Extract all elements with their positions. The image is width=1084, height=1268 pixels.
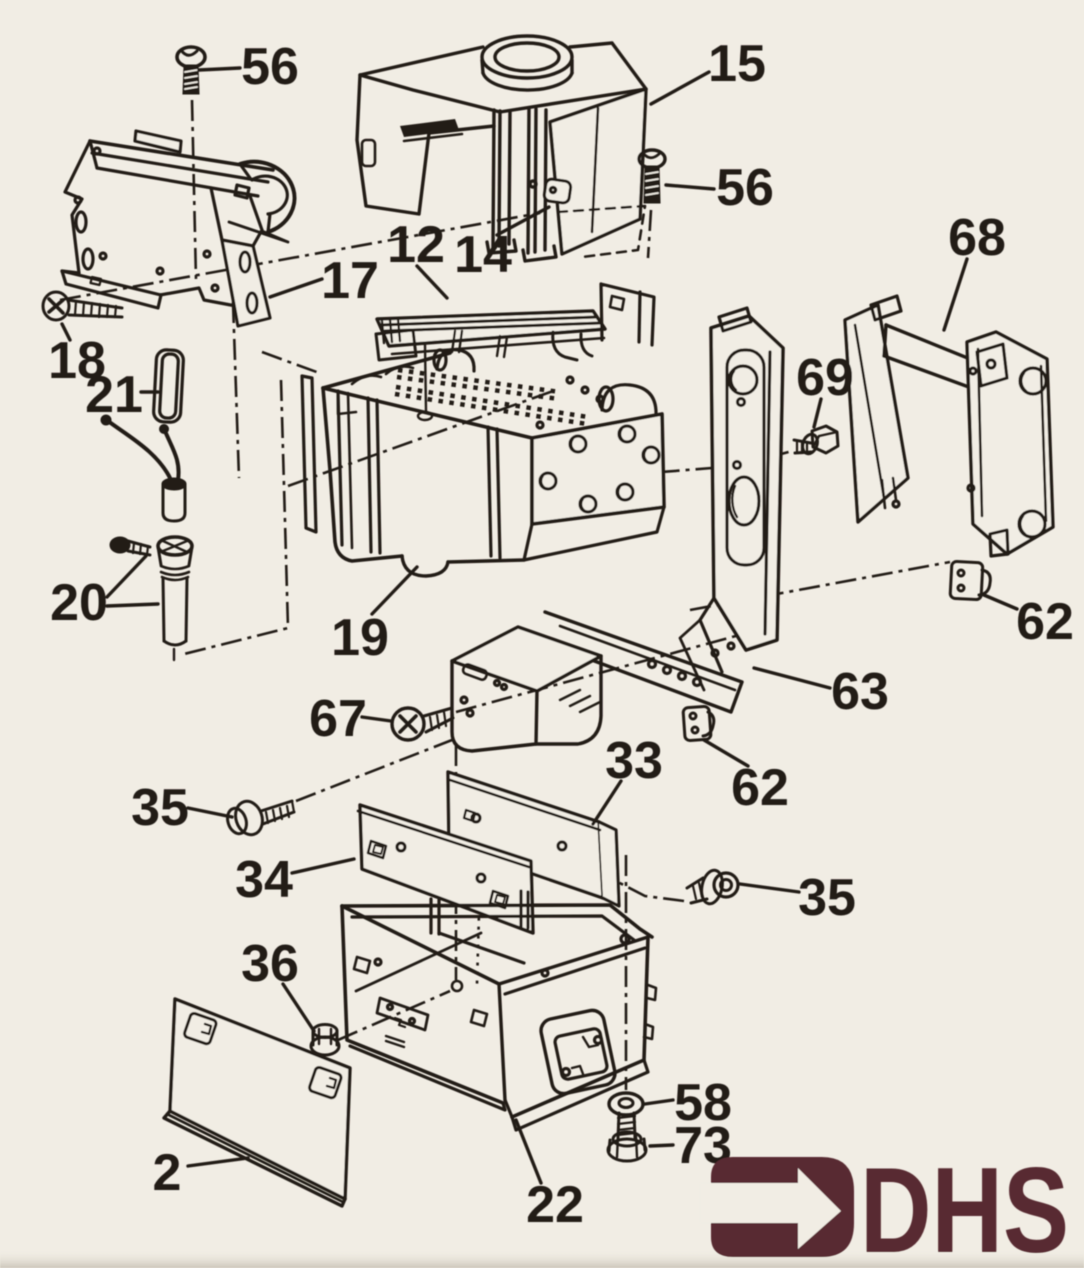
svg-text:14: 14 bbox=[454, 226, 512, 284]
svg-text:62: 62 bbox=[731, 759, 789, 817]
svg-text:DHS: DHS bbox=[860, 1142, 1069, 1268]
svg-text:20: 20 bbox=[50, 574, 108, 632]
svg-text:62: 62 bbox=[1016, 593, 1074, 651]
svg-text:56: 56 bbox=[716, 159, 774, 217]
svg-text:35: 35 bbox=[131, 779, 189, 837]
svg-text:22: 22 bbox=[526, 1176, 584, 1234]
svg-text:63: 63 bbox=[831, 663, 889, 721]
svg-text:2: 2 bbox=[153, 1144, 182, 1202]
svg-text:17: 17 bbox=[321, 252, 379, 310]
svg-text:18: 18 bbox=[48, 332, 106, 390]
svg-text:15: 15 bbox=[708, 35, 766, 93]
svg-text:69: 69 bbox=[796, 349, 854, 407]
svg-text:36: 36 bbox=[241, 935, 299, 993]
svg-text:67: 67 bbox=[309, 690, 367, 748]
svg-text:19: 19 bbox=[331, 609, 389, 667]
svg-text:58: 58 bbox=[674, 1074, 732, 1132]
svg-text:21: 21 bbox=[85, 366, 143, 424]
svg-text:56: 56 bbox=[241, 38, 299, 96]
svg-text:68: 68 bbox=[948, 209, 1006, 267]
svg-text:34: 34 bbox=[235, 851, 293, 909]
svg-text:12: 12 bbox=[387, 216, 445, 274]
svg-text:33: 33 bbox=[605, 732, 663, 790]
svg-text:35: 35 bbox=[798, 869, 856, 927]
